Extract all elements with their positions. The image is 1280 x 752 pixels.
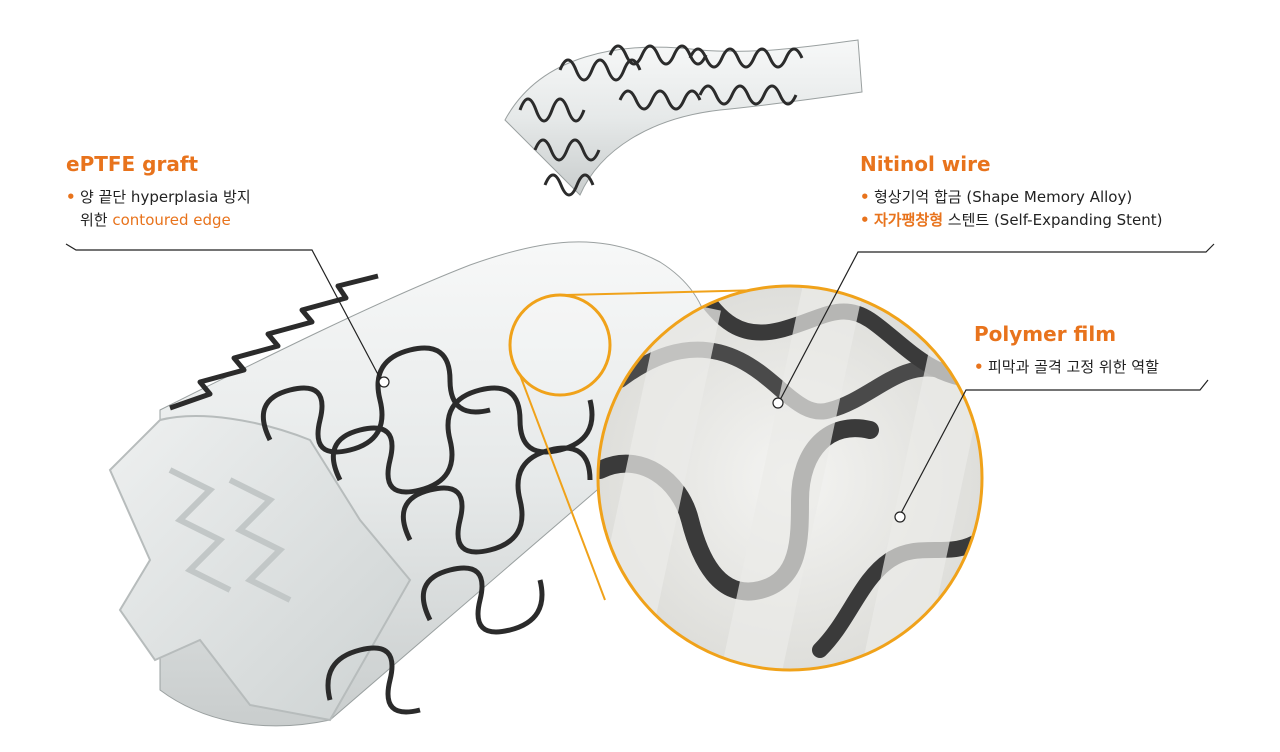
polymer-item1: 피막과 골격 고정 위한 역할 [988, 358, 1159, 376]
bullet-dot: • [860, 211, 870, 229]
bullet-dot: • [974, 358, 984, 376]
leader-nitinol [779, 243, 1215, 401]
nitinol-item1: 형상기억 합금 (Shape Memory Alloy) [874, 188, 1133, 206]
callout-item-eptfe-1: • 양 끝단 hyperplasia 방지 [66, 186, 251, 209]
leader-lines [65, 243, 1215, 516]
marker-eptfe [378, 376, 390, 388]
eptfe-line2-highlight: contoured edge [112, 211, 231, 229]
open-end-inner-wires [168, 467, 292, 603]
marker-nitinol [772, 397, 784, 409]
nitinol-item2-rest: 스텐트 (Self-Expanding Stent) [943, 211, 1163, 229]
eptfe-line2-prefix: 위한 [80, 211, 113, 229]
callout-item-nitinol-2: • 자가팽창형 스텐트 (Self-Expanding Stent) [860, 209, 1163, 232]
callout-item-nitinol-1: • 형상기억 합금 (Shape Memory Alloy) [860, 186, 1163, 209]
callout-item-polymer-1: • 피막과 골격 고정 위한 역할 [974, 356, 1159, 379]
callout-item-eptfe-2: 위한 contoured edge [66, 209, 251, 232]
stent-distal-tube [504, 39, 863, 196]
callout-title-nitinol: Nitinol wire [860, 152, 991, 176]
zoom-cone [519, 289, 766, 601]
bullet-dot: • [860, 188, 870, 206]
stent-main-wires [169, 273, 595, 715]
marker-polymer [894, 511, 906, 523]
nitinol-item2-highlight: 자가팽창형 [874, 211, 944, 229]
eptfe-line1: 양 끝단 hyperplasia 방지 [80, 188, 251, 206]
zoom-lens [596, 284, 984, 672]
callout-nitinol-wire: Nitinol wire • 형상기억 합금 (Shape Memory All… [860, 152, 1163, 232]
polymer-band-2 [716, 286, 864, 670]
callout-title-eptfe: ePTFE graft [66, 152, 199, 176]
focus-circle [508, 293, 612, 397]
callout-title-polymer: Polymer film [974, 322, 1117, 346]
stent-distal-wires [518, 44, 804, 197]
bullet-dot: • [66, 188, 76, 206]
callout-eptfe-graft: ePTFE graft • 양 끝단 hyperplasia 방지 위한 con… [66, 152, 251, 232]
leader-eptfe [65, 243, 383, 383]
callout-polymer-film: Polymer film • 피막과 골격 고정 위한 역할 [974, 322, 1159, 379]
leader-polymer [899, 379, 1209, 516]
